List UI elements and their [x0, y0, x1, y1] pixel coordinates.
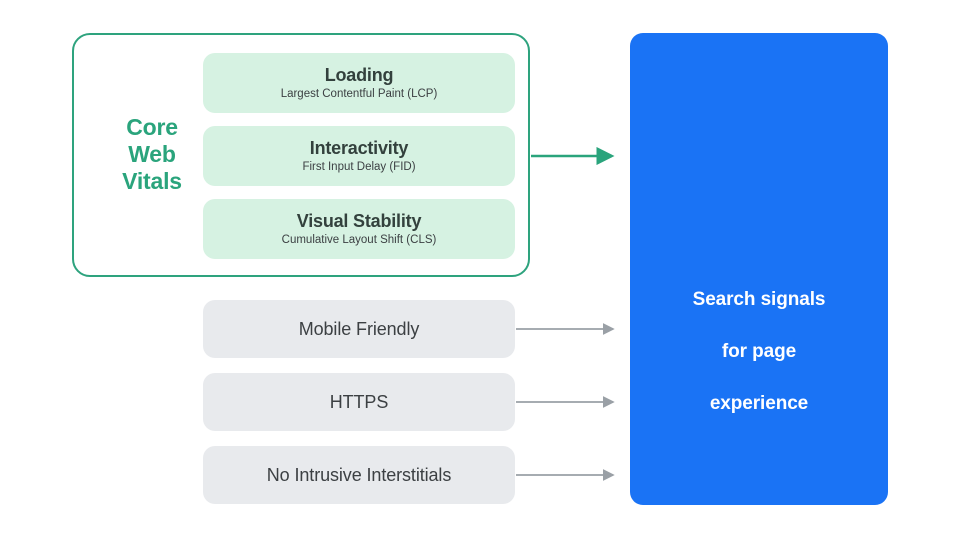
core-web-vitals-label: Core Web Vitals: [104, 114, 200, 195]
core-web-vitals-group: [72, 33, 530, 277]
vital-subtitle: First Input Delay (FID): [302, 160, 416, 173]
search-signals-line-3: experience: [709, 393, 809, 414]
signal-label: No Intrusive Interstitials: [266, 464, 452, 485]
vital-card-visual-stability[interactable]: Visual Stability Cumulative Layout Shift…: [203, 199, 515, 259]
signal-mobile-friendly[interactable]: Mobile Friendly: [203, 300, 515, 358]
vital-title: Visual Stability: [296, 210, 422, 231]
vital-card-interactivity[interactable]: Interactivity First Input Delay (FID): [203, 126, 515, 186]
signal-https[interactable]: HTTPS: [203, 373, 515, 431]
search-signals-label: Search signals for page experience: [630, 261, 888, 417]
vital-card-loading[interactable]: Loading Largest Contentful Paint (LCP): [203, 53, 515, 113]
core-web-vitals-label-line-3: Vitals: [122, 168, 182, 194]
search-signals-box[interactable]: Search signals for page experience: [630, 33, 888, 505]
signal-label: Mobile Friendly: [298, 318, 420, 339]
core-web-vitals-label-line-1: Core: [126, 114, 178, 140]
signal-label: HTTPS: [329, 391, 389, 412]
signal-no-intrusive-interstitials[interactable]: No Intrusive Interstitials: [203, 446, 515, 504]
core-web-vitals-label-line-2: Web: [128, 141, 176, 167]
search-signals-line-2: for page: [721, 341, 797, 362]
search-signals-line-1: Search signals: [692, 289, 826, 310]
vital-subtitle: Cumulative Layout Shift (CLS): [281, 233, 437, 246]
vital-title: Interactivity: [309, 137, 409, 158]
vital-title: Loading: [324, 64, 394, 85]
vital-subtitle: Largest Contentful Paint (LCP): [280, 87, 438, 100]
